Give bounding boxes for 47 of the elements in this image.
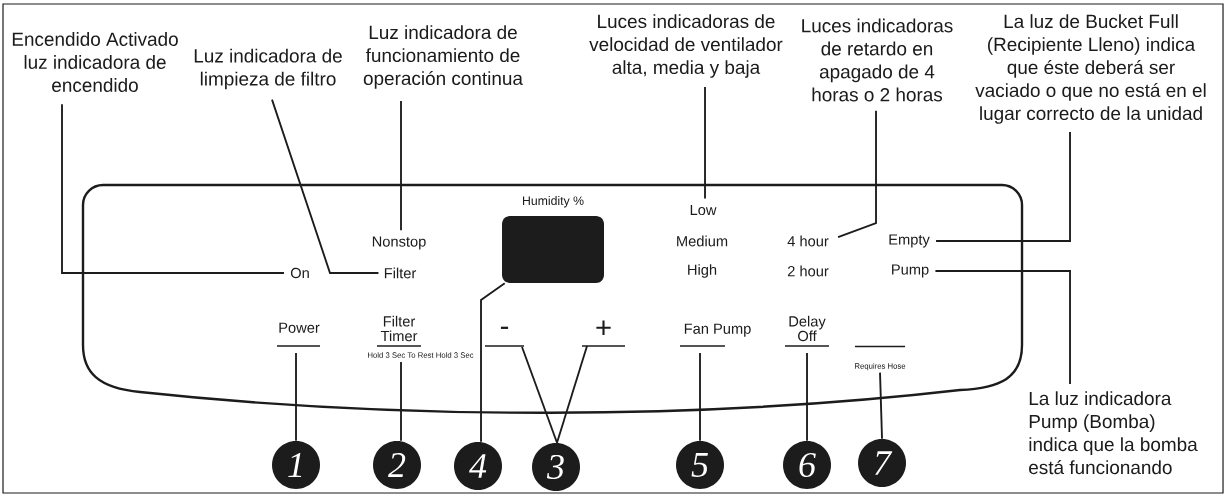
control-button: - — [484, 326, 525, 347]
indicator-label: High — [688, 264, 717, 278]
callout-number: 4 — [454, 442, 502, 490]
leader-line — [61, 103, 285, 274]
annotation-text: Encendido Activado luz indicadora de encendido — [12, 32, 178, 92]
indicator-label: 4 hour — [787, 235, 829, 247]
control-button: + — [581, 320, 626, 347]
leader-line — [295, 352, 297, 442]
control-button: Power — [276, 322, 321, 347]
annotation-text: Luz indicadora de funcionamiento de operación continua — [363, 25, 523, 89]
indicator-label: 2 hour — [787, 265, 829, 277]
callout-number: 1 — [272, 441, 320, 489]
indicator-label: Empty — [889, 234, 930, 248]
leader-line — [935, 131, 1071, 242]
control-button: Delay Off — [784, 315, 830, 347]
control-button: Filter Timer — [376, 315, 422, 347]
display-label: Humidity % — [523, 196, 584, 208]
leader-line — [837, 109, 877, 238]
leader-line — [699, 352, 701, 442]
leader-line — [879, 371, 883, 440]
callout-number: 7 — [858, 439, 906, 487]
callout-number: 5 — [676, 441, 724, 489]
annotation-text: Luces indicadoras de retardo en apagado de 4 horas o 2 horas — [802, 18, 953, 102]
leader-line — [521, 346, 558, 444]
leader-line — [934, 270, 1071, 385]
callout-number: 2 — [373, 441, 421, 489]
leader-line — [400, 361, 402, 442]
annotation-text: Luces indicadoras de velocidad de ventilador alta, media y baja — [589, 14, 783, 78]
indicator-label: Low — [690, 204, 717, 216]
annotation-text: La luz indicadora Pump (Bomba) indica que la bomba está funcionando — [1029, 391, 1198, 475]
leader-line — [556, 345, 588, 444]
leader-line — [704, 86, 706, 200]
indicator-label: Nonstop — [372, 236, 426, 250]
control-panel — [81, 183, 1024, 414]
indicator-label: Medium — [677, 235, 728, 247]
indicator-label: Pump — [892, 264, 929, 278]
leader-line — [271, 98, 380, 274]
indicator-label: Filter — [384, 267, 417, 279]
control-button: Fan Pump — [679, 323, 751, 347]
indicator-label: On — [290, 267, 309, 279]
callout-number: 6 — [783, 441, 831, 489]
callout-number: 3 — [532, 443, 580, 491]
leader-line — [400, 100, 402, 232]
annotation-text: La luz de Bucket Full (Recipiente Lleno) indica que éste deberá ser vaciado o que no está en el lugar correcto de la unidad — [975, 14, 1206, 124]
leader-line — [806, 352, 808, 442]
leader-line — [480, 282, 506, 443]
annotation-text: Luz indicadora de limpieza de filtro — [194, 48, 342, 90]
